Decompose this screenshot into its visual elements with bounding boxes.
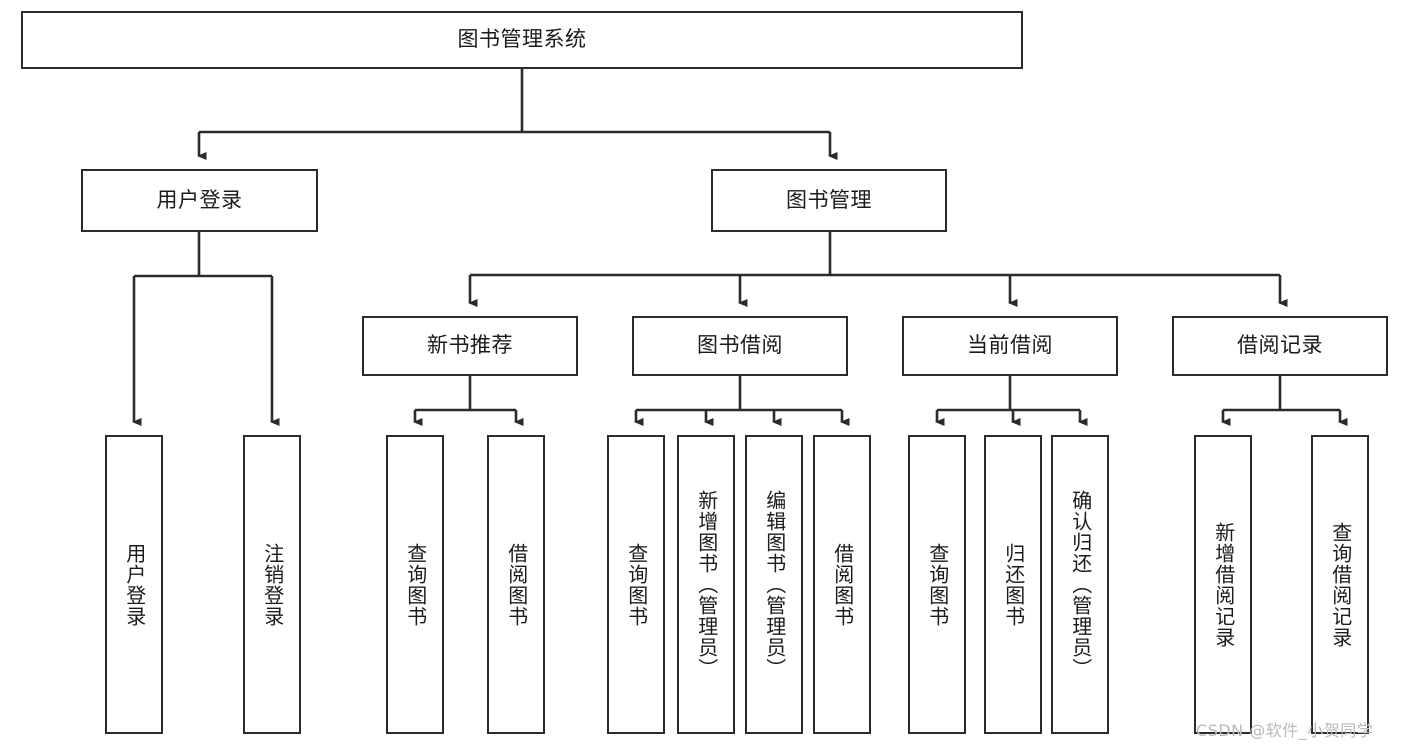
node-user-login[interactable]: 用户登录 bbox=[81, 169, 318, 232]
node-leaf-borrow-book-2[interactable]: 借阅图书 bbox=[813, 435, 871, 734]
node-leaf-add-book-label: 新增图书（管理员） bbox=[694, 490, 719, 679]
node-leaf-add-record-label: 新增借阅记录 bbox=[1211, 521, 1236, 648]
node-leaf-query-book-3[interactable]: 查询图书 bbox=[908, 435, 966, 734]
node-current-borrow[interactable]: 当前借阅 bbox=[902, 316, 1118, 376]
node-leaf-query-record[interactable]: 查询借阅记录 bbox=[1311, 435, 1369, 734]
node-leaf-return-book[interactable]: 归还图书 bbox=[984, 435, 1042, 734]
node-leaf-borrow-book-1[interactable]: 借阅图书 bbox=[487, 435, 545, 734]
node-leaf-confirm-return-label: 确认归还（管理员） bbox=[1068, 490, 1093, 679]
node-book-manage-label: 图书管理 bbox=[786, 187, 872, 212]
node-borrow-record[interactable]: 借阅记录 bbox=[1172, 316, 1388, 376]
node-leaf-query-book-1[interactable]: 查询图书 bbox=[386, 435, 444, 734]
node-root[interactable]: 图书管理系统 bbox=[21, 11, 1023, 69]
node-root-label: 图书管理系统 bbox=[457, 27, 587, 52]
node-current-borrow-label: 当前借阅 bbox=[967, 333, 1053, 358]
node-leaf-edit-book[interactable]: 编辑图书（管理员） bbox=[745, 435, 803, 734]
node-new-book-rec[interactable]: 新书推荐 bbox=[362, 316, 578, 376]
node-leaf-query-book-2-label: 查询图书 bbox=[624, 542, 649, 627]
node-leaf-borrow-book-1-label: 借阅图书 bbox=[504, 542, 529, 627]
node-borrow-record-label: 借阅记录 bbox=[1237, 333, 1323, 358]
node-leaf-borrow-book-2-label: 借阅图书 bbox=[830, 542, 855, 627]
node-leaf-user-logout-label: 注销登录 bbox=[260, 542, 285, 627]
node-leaf-query-book-2[interactable]: 查询图书 bbox=[607, 435, 665, 734]
node-leaf-return-book-label: 归还图书 bbox=[1001, 542, 1026, 627]
node-leaf-add-book[interactable]: 新增图书（管理员） bbox=[677, 435, 735, 734]
node-leaf-user-logout[interactable]: 注销登录 bbox=[243, 435, 301, 734]
node-new-book-rec-label: 新书推荐 bbox=[427, 333, 513, 358]
node-leaf-add-record[interactable]: 新增借阅记录 bbox=[1194, 435, 1252, 734]
node-leaf-edit-book-label: 编辑图书（管理员） bbox=[762, 490, 787, 679]
node-user-login-label: 用户登录 bbox=[156, 187, 243, 212]
node-leaf-query-book-3-label: 查询图书 bbox=[925, 542, 950, 627]
node-leaf-confirm-return[interactable]: 确认归还（管理员） bbox=[1051, 435, 1109, 734]
node-book-borrow-label: 图书借阅 bbox=[697, 333, 783, 358]
node-book-manage[interactable]: 图书管理 bbox=[711, 169, 947, 232]
node-leaf-query-book-1-label: 查询图书 bbox=[403, 542, 428, 627]
node-leaf-user-login-label: 用户登录 bbox=[122, 542, 147, 627]
node-leaf-user-login[interactable]: 用户登录 bbox=[105, 435, 163, 734]
node-book-borrow[interactable]: 图书借阅 bbox=[632, 316, 848, 376]
node-leaf-query-record-label: 查询借阅记录 bbox=[1328, 521, 1353, 648]
